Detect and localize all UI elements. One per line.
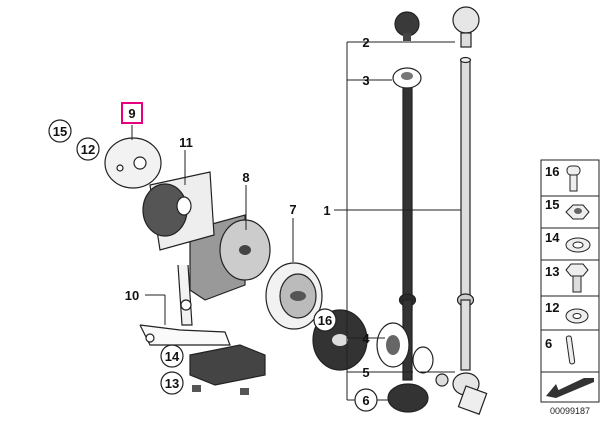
- svg-text:9: 9: [128, 106, 135, 121]
- callout-12[interactable]: 12: [76, 137, 100, 161]
- pin-icon: [565, 335, 576, 365]
- screw-icon: [566, 165, 581, 192]
- hardware-legend: 16 15 14 13: [540, 159, 600, 403]
- spring-washer-icon: [565, 308, 589, 324]
- arrow-icon: [546, 378, 594, 398]
- callout-7[interactable]: 7: [289, 202, 296, 217]
- legend-item-15[interactable]: 15: [545, 197, 590, 220]
- svg-text:2: 2: [362, 35, 369, 50]
- ball-joint-dark: [387, 383, 429, 413]
- nut-icon: [565, 204, 590, 220]
- svg-text:7: 7: [289, 202, 296, 217]
- knob-dark: [394, 11, 420, 41]
- callout-4[interactable]: 4: [362, 331, 370, 346]
- callout-11[interactable]: 11: [179, 135, 193, 150]
- bracket: [142, 171, 215, 251]
- svg-text:11: 11: [179, 135, 193, 150]
- svg-text:5: 5: [362, 365, 369, 380]
- mounting-bracket: [139, 264, 231, 346]
- svg-text:1: 1: [323, 203, 330, 218]
- callout-5[interactable]: 5: [362, 365, 369, 380]
- legend-item-16[interactable]: 16: [545, 164, 581, 192]
- ring: [265, 262, 323, 330]
- ball-joint-light: [435, 372, 488, 415]
- callout-9-highlighted[interactable]: 9: [121, 102, 143, 124]
- callout-6[interactable]: 6: [354, 388, 378, 412]
- svg-text:4: 4: [362, 331, 370, 346]
- bolt-icon: [565, 263, 589, 293]
- legend-item-13[interactable]: 13: [545, 263, 589, 293]
- plate: [189, 214, 271, 301]
- small-clips: [192, 385, 249, 395]
- washer-plate: [104, 137, 162, 189]
- callout-2[interactable]: 2: [362, 35, 369, 50]
- svg-text:10: 10: [125, 288, 139, 303]
- callout-16[interactable]: 16: [313, 308, 337, 332]
- svg-text:12: 12: [545, 300, 559, 315]
- svg-text:3: 3: [362, 73, 369, 88]
- bushing: [392, 67, 422, 89]
- washer-lower: [376, 322, 434, 374]
- legend-item-12[interactable]: 12: [545, 300, 589, 324]
- leader-lines: [131, 125, 294, 325]
- washer-icon: [565, 237, 591, 253]
- svg-text:15: 15: [53, 124, 67, 139]
- shift-rod-light: [456, 56, 475, 371]
- legend-item-6[interactable]: 6: [545, 335, 576, 365]
- svg-text:16: 16: [318, 313, 332, 328]
- svg-text:16: 16: [545, 164, 559, 179]
- callout-10[interactable]: 10: [125, 288, 139, 303]
- svg-text:13: 13: [165, 376, 179, 391]
- svg-text:8: 8: [242, 170, 249, 185]
- callout-15[interactable]: 15: [48, 119, 72, 143]
- svg-text:14: 14: [545, 230, 560, 245]
- svg-text:12: 12: [81, 142, 95, 157]
- svg-text:6: 6: [362, 393, 369, 408]
- callout-14[interactable]: 14: [160, 344, 184, 368]
- svg-text:14: 14: [165, 349, 180, 364]
- legend-item-14[interactable]: 14: [545, 230, 591, 253]
- callout-13[interactable]: 13: [160, 371, 184, 395]
- svg-text:15: 15: [545, 197, 559, 212]
- callout-1[interactable]: 1: [323, 203, 330, 218]
- callout-3[interactable]: 3: [362, 73, 369, 88]
- svg-text:13: 13: [545, 264, 559, 279]
- svg-text:6: 6: [545, 336, 552, 351]
- document-id: 00099187: [550, 406, 590, 416]
- lower-bracket-plate: [189, 344, 266, 386]
- knob-light: [452, 6, 480, 48]
- callout-8[interactable]: 8: [242, 170, 249, 185]
